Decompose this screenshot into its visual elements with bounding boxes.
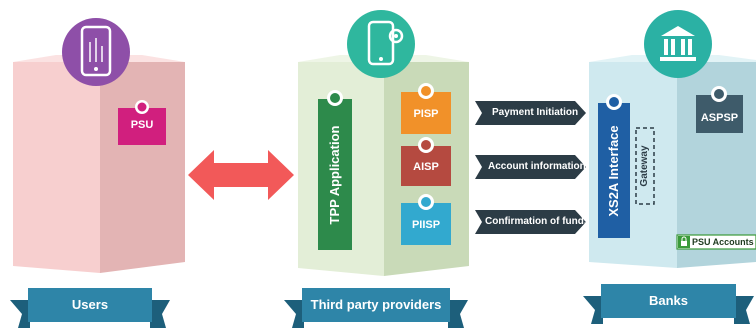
arrow-payment-initiation xyxy=(475,101,586,125)
bank-roof xyxy=(661,26,695,36)
tpp-gear-hub xyxy=(394,34,398,38)
piisp-tag xyxy=(401,194,451,245)
aspsp-tag xyxy=(696,86,743,133)
tpp-application-bar xyxy=(318,90,352,250)
bank-base xyxy=(660,57,696,61)
users-block-front xyxy=(13,62,100,273)
tpp-phone-body xyxy=(367,20,395,66)
phone-button xyxy=(94,67,98,71)
mobile-phone-icon xyxy=(62,18,130,86)
bank-column-3 xyxy=(681,39,685,55)
bank-column-4 xyxy=(688,39,692,55)
users-ribbon-left-tail xyxy=(10,300,30,328)
banks-ribbon-label: Banks xyxy=(648,293,689,308)
banks-ribbon-right-tail xyxy=(734,296,754,324)
users-block xyxy=(13,55,185,273)
psu-tag-pin-inner xyxy=(137,102,147,112)
banks-icon-circle xyxy=(644,10,712,78)
arrow-confirmation-of-funds xyxy=(475,210,586,234)
aspsp-label: ASPSP xyxy=(700,112,739,124)
aspsp-pin-inner xyxy=(714,89,724,99)
bank-building-icon xyxy=(644,10,712,78)
double-arrow xyxy=(188,150,294,200)
gateway-box xyxy=(635,127,655,205)
tpp-icon-circle xyxy=(347,10,415,78)
aisp-pin-inner xyxy=(421,140,431,150)
aisp-label: AISP xyxy=(413,161,439,173)
arrow-account-information xyxy=(475,155,586,179)
tpp-ribbon-left-tail xyxy=(284,300,304,328)
xs2a-interface-label: XS2A Interface xyxy=(606,125,621,217)
xs2a-bar-rect xyxy=(598,103,630,238)
mobile-gear-icon xyxy=(347,10,415,78)
banks-ribbon xyxy=(583,284,754,324)
psu-label: PSU xyxy=(130,119,154,131)
phone-body xyxy=(80,25,112,77)
tpp-application-label: TPP Application xyxy=(327,125,342,225)
bank-column-1 xyxy=(664,39,668,55)
lock-shackle xyxy=(681,236,687,241)
piisp-pin-inner xyxy=(421,197,431,207)
pisp-tag xyxy=(401,83,451,134)
gateway-label: Gateway xyxy=(639,145,650,187)
psu-tag xyxy=(118,100,166,145)
tpp-gear xyxy=(388,28,404,44)
pisp-pin-inner xyxy=(421,86,431,96)
tpp-app-bar-rect xyxy=(318,99,352,250)
users-ribbon-right-tail xyxy=(150,300,170,328)
payment-initiation-label: Payment Initiation xyxy=(492,107,579,118)
psu-accounts-label: PSU Accounts xyxy=(692,237,754,247)
banks-ribbon-body xyxy=(601,284,736,318)
xs2a-interface-bar xyxy=(598,94,630,238)
tpp-ribbon-body xyxy=(302,288,450,322)
psu-accounts-box xyxy=(676,234,756,250)
users-ribbon-body xyxy=(28,288,152,322)
account-information-label: Account information xyxy=(488,161,586,172)
xs2a-pin-inner xyxy=(609,97,619,107)
psu-tag-box xyxy=(118,108,166,145)
aisp-tag xyxy=(401,137,451,186)
pisp-label: PISP xyxy=(413,108,439,120)
tpp-ribbon-right-tail xyxy=(448,300,468,328)
banks-ribbon-left-tail xyxy=(583,296,603,324)
users-ribbon-label: Users xyxy=(71,297,109,312)
tpp-app-pin-inner xyxy=(330,93,340,103)
tpp-ribbon-label: Third party providers xyxy=(310,297,442,312)
users-block-side xyxy=(100,62,185,273)
lock-body xyxy=(681,241,687,246)
confirmation-of-funds-label: Confirmation of funds xyxy=(485,216,590,227)
users-ribbon xyxy=(10,288,170,328)
bank-column-2 xyxy=(671,39,675,55)
tpp-ribbon xyxy=(284,288,468,328)
lock-icon xyxy=(681,236,687,246)
tpp-phone-button xyxy=(379,57,383,61)
piisp-label: PIISP xyxy=(411,219,441,231)
